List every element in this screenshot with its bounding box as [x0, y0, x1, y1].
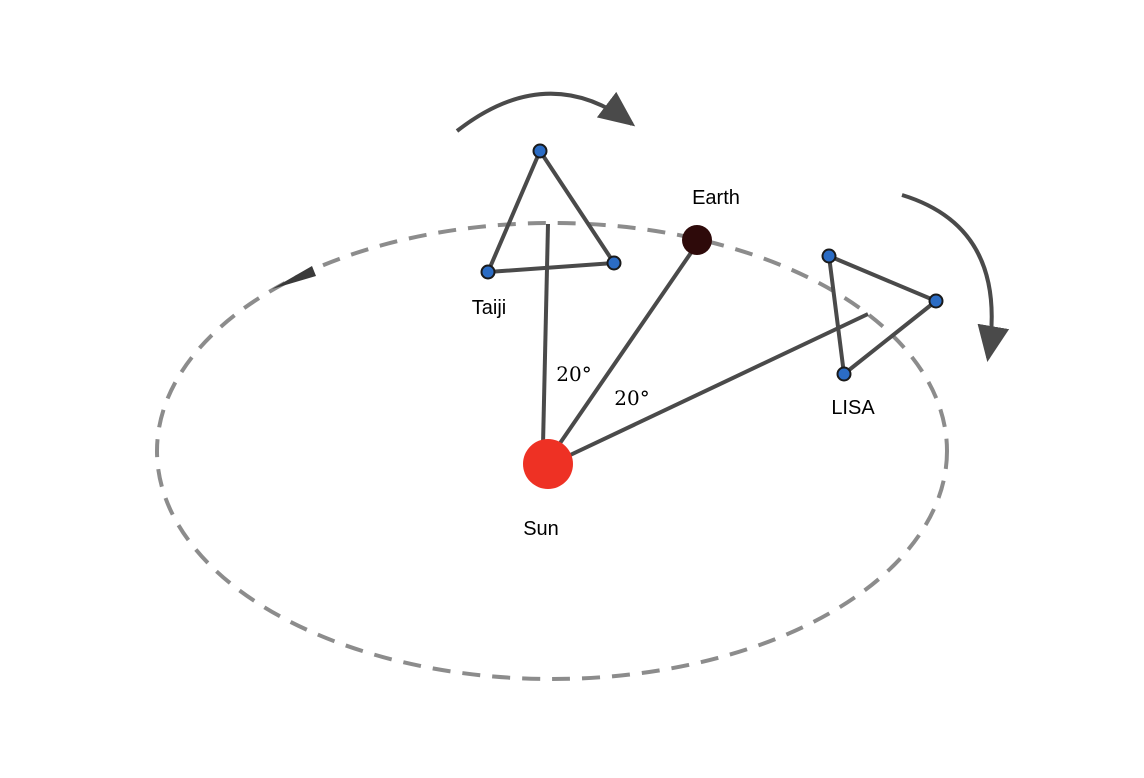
- taiji-spacecraft-2: [606, 255, 622, 271]
- taiji-label: Taiji: [472, 297, 506, 319]
- angle-taiji-earth-label: 20°: [556, 362, 591, 386]
- lisa-constellation: [821, 248, 944, 382]
- sun-body: [523, 439, 573, 489]
- rotation-arrow-taiji-icon: [455, 91, 636, 133]
- earth-label: Earth: [692, 187, 740, 209]
- sun-to-earth-line: [554, 242, 699, 451]
- taiji-spacecraft-3: [480, 264, 496, 280]
- lisa-label: LISA: [831, 397, 875, 419]
- sun-to-lisa-line: [565, 312, 869, 459]
- lisa-spacecraft-3: [836, 366, 852, 382]
- sun-to-taiji-line: [541, 223, 550, 446]
- sun-label: Sun: [523, 518, 559, 540]
- rotation-arrow-lisa-icon: [901, 193, 1010, 362]
- orbit-direction-arrow-icon: [272, 266, 316, 289]
- lisa-spacecraft-2: [928, 293, 944, 309]
- lisa-triangle: [827, 254, 938, 376]
- earth-body: [682, 225, 712, 255]
- angle-lisa-earth-label: 20°: [614, 386, 649, 410]
- lisa-spacecraft-1: [821, 248, 837, 264]
- taiji-triangle: [486, 149, 616, 274]
- taiji-spacecraft-1: [532, 143, 548, 159]
- earth-orbit: [155, 221, 949, 681]
- taiji-constellation: [480, 143, 622, 280]
